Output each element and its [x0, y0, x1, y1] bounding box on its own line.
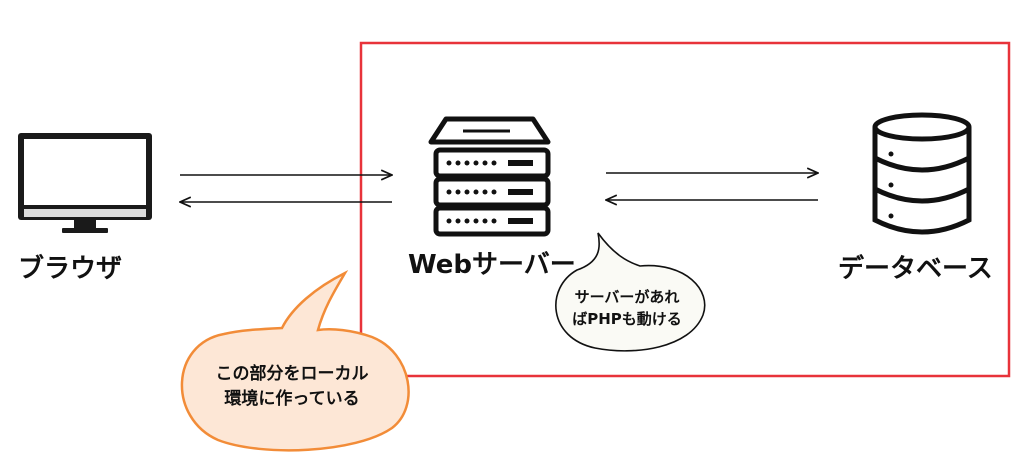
database-icon: [872, 112, 972, 235]
local-bubble-line-2: 環境に作っている: [224, 388, 360, 409]
server-rack-lights: [446, 160, 533, 224]
php-bubble-text: サーバーがあれ ばPHPも動ける: [552, 287, 702, 331]
php-speech-bubble: [555, 232, 706, 352]
database-icon-dots: [888, 151, 894, 219]
server-rack-icon: [428, 116, 551, 237]
database-label: データベース: [838, 254, 993, 284]
php-bubble-line-1: サーバーがあれ: [574, 288, 680, 306]
local-environment-box: [359, 41, 1011, 378]
webserver-label: Webサーバー: [408, 250, 576, 280]
monitor-icon: [18, 133, 152, 233]
browser-label: ブラウザ: [18, 254, 123, 284]
local-speech-bubble: [180, 269, 410, 452]
php-bubble-line-2: ばPHPも動ける: [572, 309, 682, 328]
local-bubble-text: この部分をローカル 環境に作っている: [182, 362, 402, 411]
local-bubble-line-1: この部分をローカル: [215, 364, 369, 384]
